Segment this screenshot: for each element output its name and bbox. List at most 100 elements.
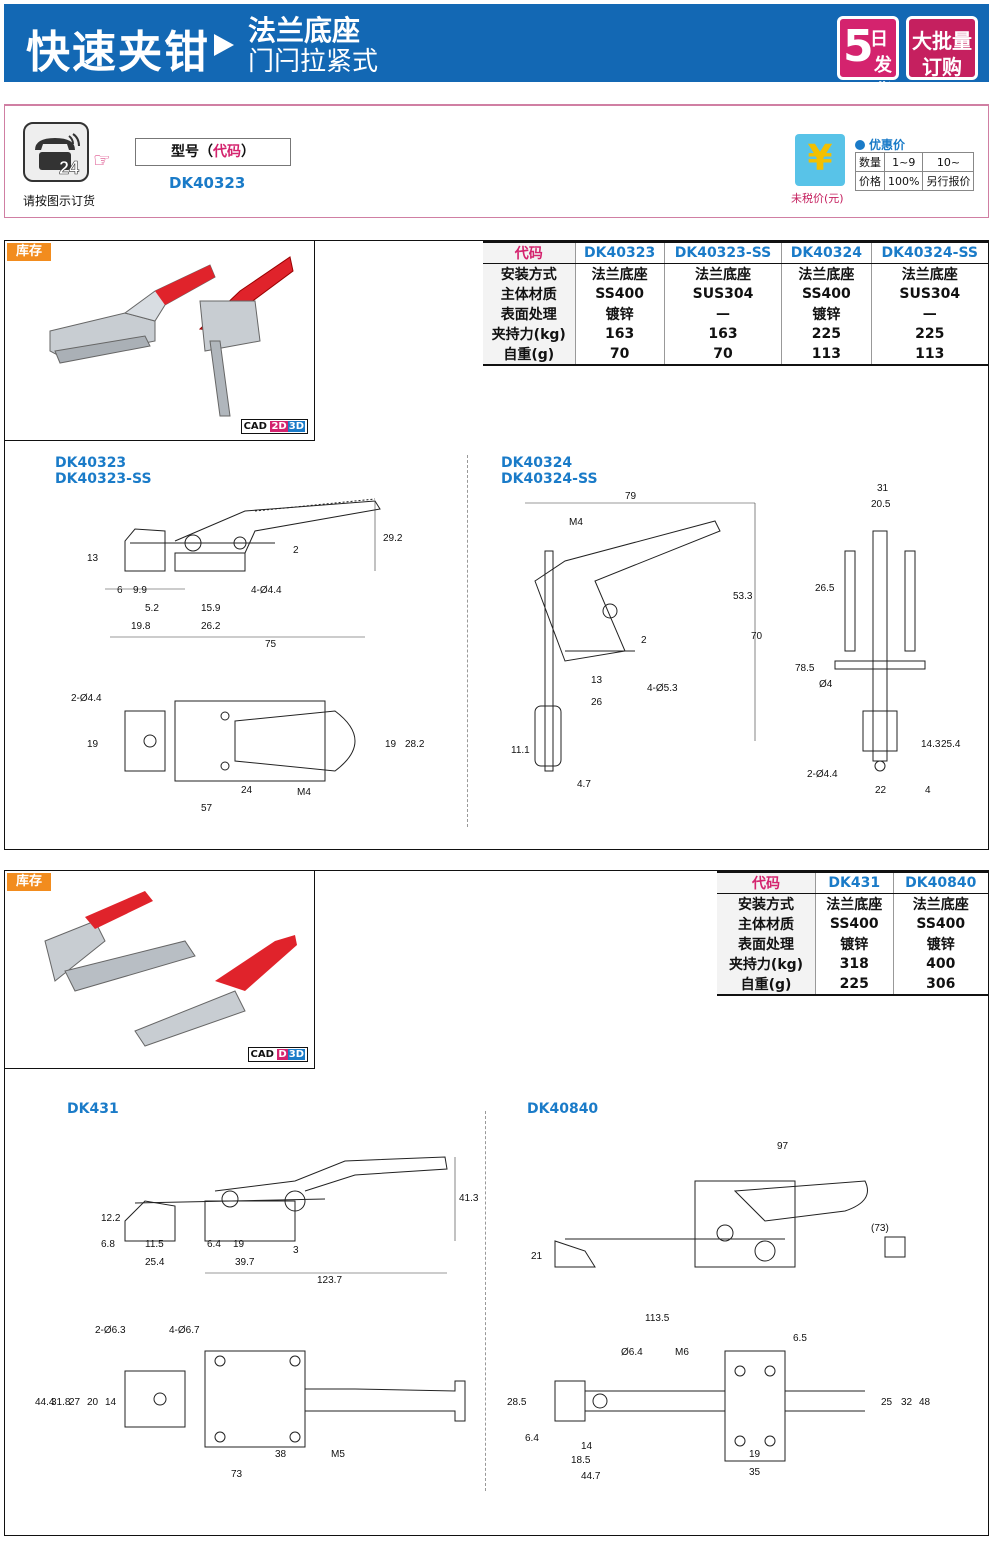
model-label-box: 型号（代码） (135, 138, 291, 166)
table-cell: 主体材质 (717, 914, 817, 934)
table-cell: 安装方式 (717, 893, 817, 914)
drawing-dk431-plan: 2-Ø6.3 4-Ø6.7 44.4 31.8 27 20 14 38 73 M… (35, 1325, 466, 1480)
dimension-label: 5.2 (145, 603, 159, 614)
dimension-label: 11.5 (145, 1239, 164, 1250)
drawing-code-right: DK40840 (527, 1101, 599, 1117)
dimension-label: 26 (591, 697, 603, 708)
table-cell: 70 (664, 344, 783, 366)
yen-icon: ¥ (795, 134, 845, 186)
table-cell: 表面处理 (483, 304, 576, 324)
dimension-label: 78.5 (795, 663, 815, 674)
table-cell: 另行报价 (922, 171, 975, 191)
table-cell: 自重(g) (717, 974, 817, 996)
dimension-label: 20.5 (871, 499, 891, 510)
dimension-label: M6 (675, 1347, 689, 1358)
dimension-label: 28.2 (405, 739, 425, 750)
drawing-code-left: DK40323 DK40323-SS (55, 455, 152, 487)
dimension-label: 19 (87, 739, 99, 750)
no-tax-price-label: 未税价(元) (791, 192, 844, 205)
dimension-label: 53.3 (733, 591, 753, 602)
dimension-label: 26.2 (201, 621, 221, 632)
badge-bulk: 大批量 (912, 29, 972, 53)
table-cell: SUS304 (899, 286, 961, 302)
dimension-label: 15.9 (201, 603, 221, 614)
table-cell: DK40324-SS (871, 241, 988, 264)
table-cell: DK40324 (781, 241, 872, 264)
five-day-shipping-badge: 5 日 发货 (837, 16, 899, 102)
dimension-label: 6.4 (207, 1239, 221, 1250)
dimension-label: 73 (231, 1469, 243, 1480)
dimension-label: 44.7 (581, 1471, 601, 1482)
drawing-code-right: DK40324 DK40324-SS (501, 455, 598, 487)
table-cell: 数量 (855, 152, 885, 172)
code-line: DK40323-SS (55, 471, 152, 487)
dimension-label: 79 (625, 491, 637, 502)
cad-text: CAD (250, 1049, 274, 1060)
table-cell: 10~ (922, 152, 975, 172)
table-cell: SS400 (815, 914, 894, 934)
dimension-label: 97 (777, 1141, 789, 1152)
drawing-code-left: DK431 (67, 1101, 119, 1117)
table-row: 安装方式法兰底座法兰底座 (717, 893, 988, 914)
page-subtitle: 法兰底座 (248, 14, 361, 47)
table-cell: SS400 (916, 916, 966, 932)
paren-open: （ (199, 144, 213, 160)
phone-24-icon: 24 (23, 122, 89, 182)
dimension-label: 44.4 (35, 1397, 55, 1408)
dimension-label: 32 (901, 1397, 913, 1408)
table-cell: DK40323 (575, 241, 665, 264)
paren-close: ） (241, 144, 255, 160)
dimension-label: M4 (569, 517, 583, 528)
table-cell: 安装方式 (483, 263, 576, 284)
dimension-label: 14 (105, 1397, 117, 1408)
table-cell: 主体材质 (483, 284, 576, 304)
dimension-label: 6.4 (525, 1433, 539, 1444)
dimension-label: 22 (875, 785, 887, 796)
dimension-label: 41.3 (459, 1193, 479, 1204)
dimension-label: 31.8 (51, 1397, 71, 1408)
drawing-dk431-side: 12.2 6.8 11.5 25.4 6.4 19 39.7 123.7 3 4… (101, 1156, 479, 1286)
cad-2d: 2D (270, 421, 288, 432)
dimension-label: 4-Ø5.3 (647, 683, 678, 694)
dimension-label: 13 (87, 553, 99, 564)
dimension-label: 21 (531, 1251, 543, 1262)
dimension-label: 39.7 (235, 1257, 255, 1268)
dimension-label: 2-Ø4.4 (71, 693, 102, 704)
code-line: DK40324 (501, 455, 573, 471)
dimension-label: Ø4 (819, 679, 833, 690)
divider (467, 455, 468, 827)
table-cell: 1~9 (883, 152, 924, 172)
table-cell: 自重(g) (483, 344, 576, 366)
badge-order: 订购 (922, 55, 962, 79)
table-cell: 表面处理 (717, 934, 817, 954)
page-header: 快速夹钳 法兰底座 门闩拉紧式 5 日 发货 大批量 订购 (4, 4, 989, 102)
badge-ship: 发货 (874, 55, 892, 102)
stock-badge: 库存 (7, 243, 51, 261)
table-cell: 法兰底座 (901, 267, 958, 283)
dimension-label: 24 (241, 785, 253, 796)
table-cell: 代码 (483, 241, 576, 264)
dimension-label: 2 (293, 545, 299, 556)
code-label: 代码 (213, 144, 241, 160)
table-cell: 163 (664, 324, 783, 344)
table-row: 表面处理镀锌镀锌 (717, 934, 988, 954)
dimension-label: 123.7 (317, 1275, 342, 1286)
cad-3d: 3D (287, 421, 305, 432)
table-cell: SS400 (575, 284, 665, 304)
table-cell: 法兰底座 (781, 263, 872, 284)
dimension-label: 12.2 (101, 1213, 121, 1224)
table-cell: 113 (781, 344, 872, 366)
dimension-label: M5 (331, 1449, 345, 1460)
table-cell: 价格 (855, 171, 885, 191)
